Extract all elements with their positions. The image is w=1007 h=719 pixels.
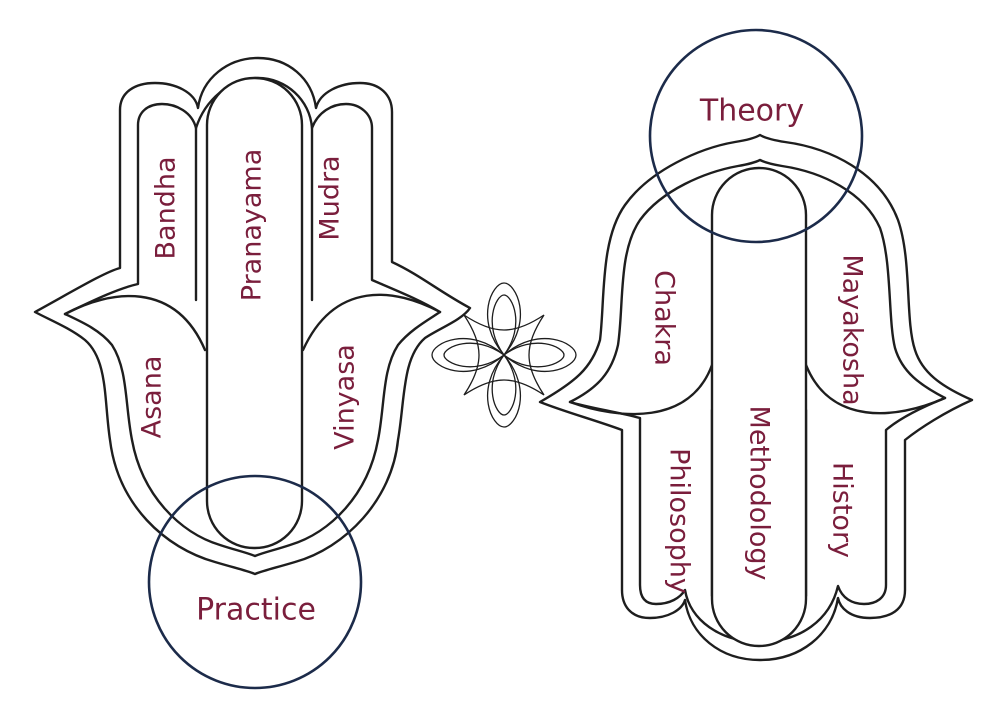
right-hamsa-middle-finger <box>710 166 808 648</box>
right-hamsa <box>538 28 974 662</box>
label-chakra: Chakra <box>649 270 680 366</box>
quatrefoil-knot-icon <box>431 282 577 428</box>
left-hamsa-thumb-right <box>301 293 442 352</box>
right-hamsa-thumb-right <box>804 363 947 415</box>
label-history: History <box>827 462 858 558</box>
left-hamsa-thumb-left <box>63 294 207 352</box>
label-methodology: Methodology <box>744 406 775 581</box>
label-asana: Asana <box>137 356 168 439</box>
right-hamsa-thumb-left <box>568 363 714 416</box>
label-bandha: Bandha <box>151 157 182 260</box>
label-theory: Theory <box>699 94 804 129</box>
right-hamsa-outer-outline <box>538 133 974 662</box>
label-practice: Practice <box>196 593 316 628</box>
label-vinyasa: Vinyasa <box>330 344 361 450</box>
label-philosophy: Philosophy <box>664 448 695 594</box>
label-mudra: Mudra <box>315 155 346 240</box>
practice-circle <box>147 474 363 690</box>
label-mayakosha: Mayakosha <box>837 254 868 405</box>
theory-circle <box>648 28 864 244</box>
right-hamsa-inner-outline <box>568 158 947 644</box>
label-pranayama: Pranayama <box>237 149 268 301</box>
left-hamsa <box>33 56 472 690</box>
left-hamsa-inner-outline <box>63 76 442 558</box>
left-hamsa-middle-finger <box>205 76 304 550</box>
left-hamsa-outer-outline <box>33 56 472 576</box>
